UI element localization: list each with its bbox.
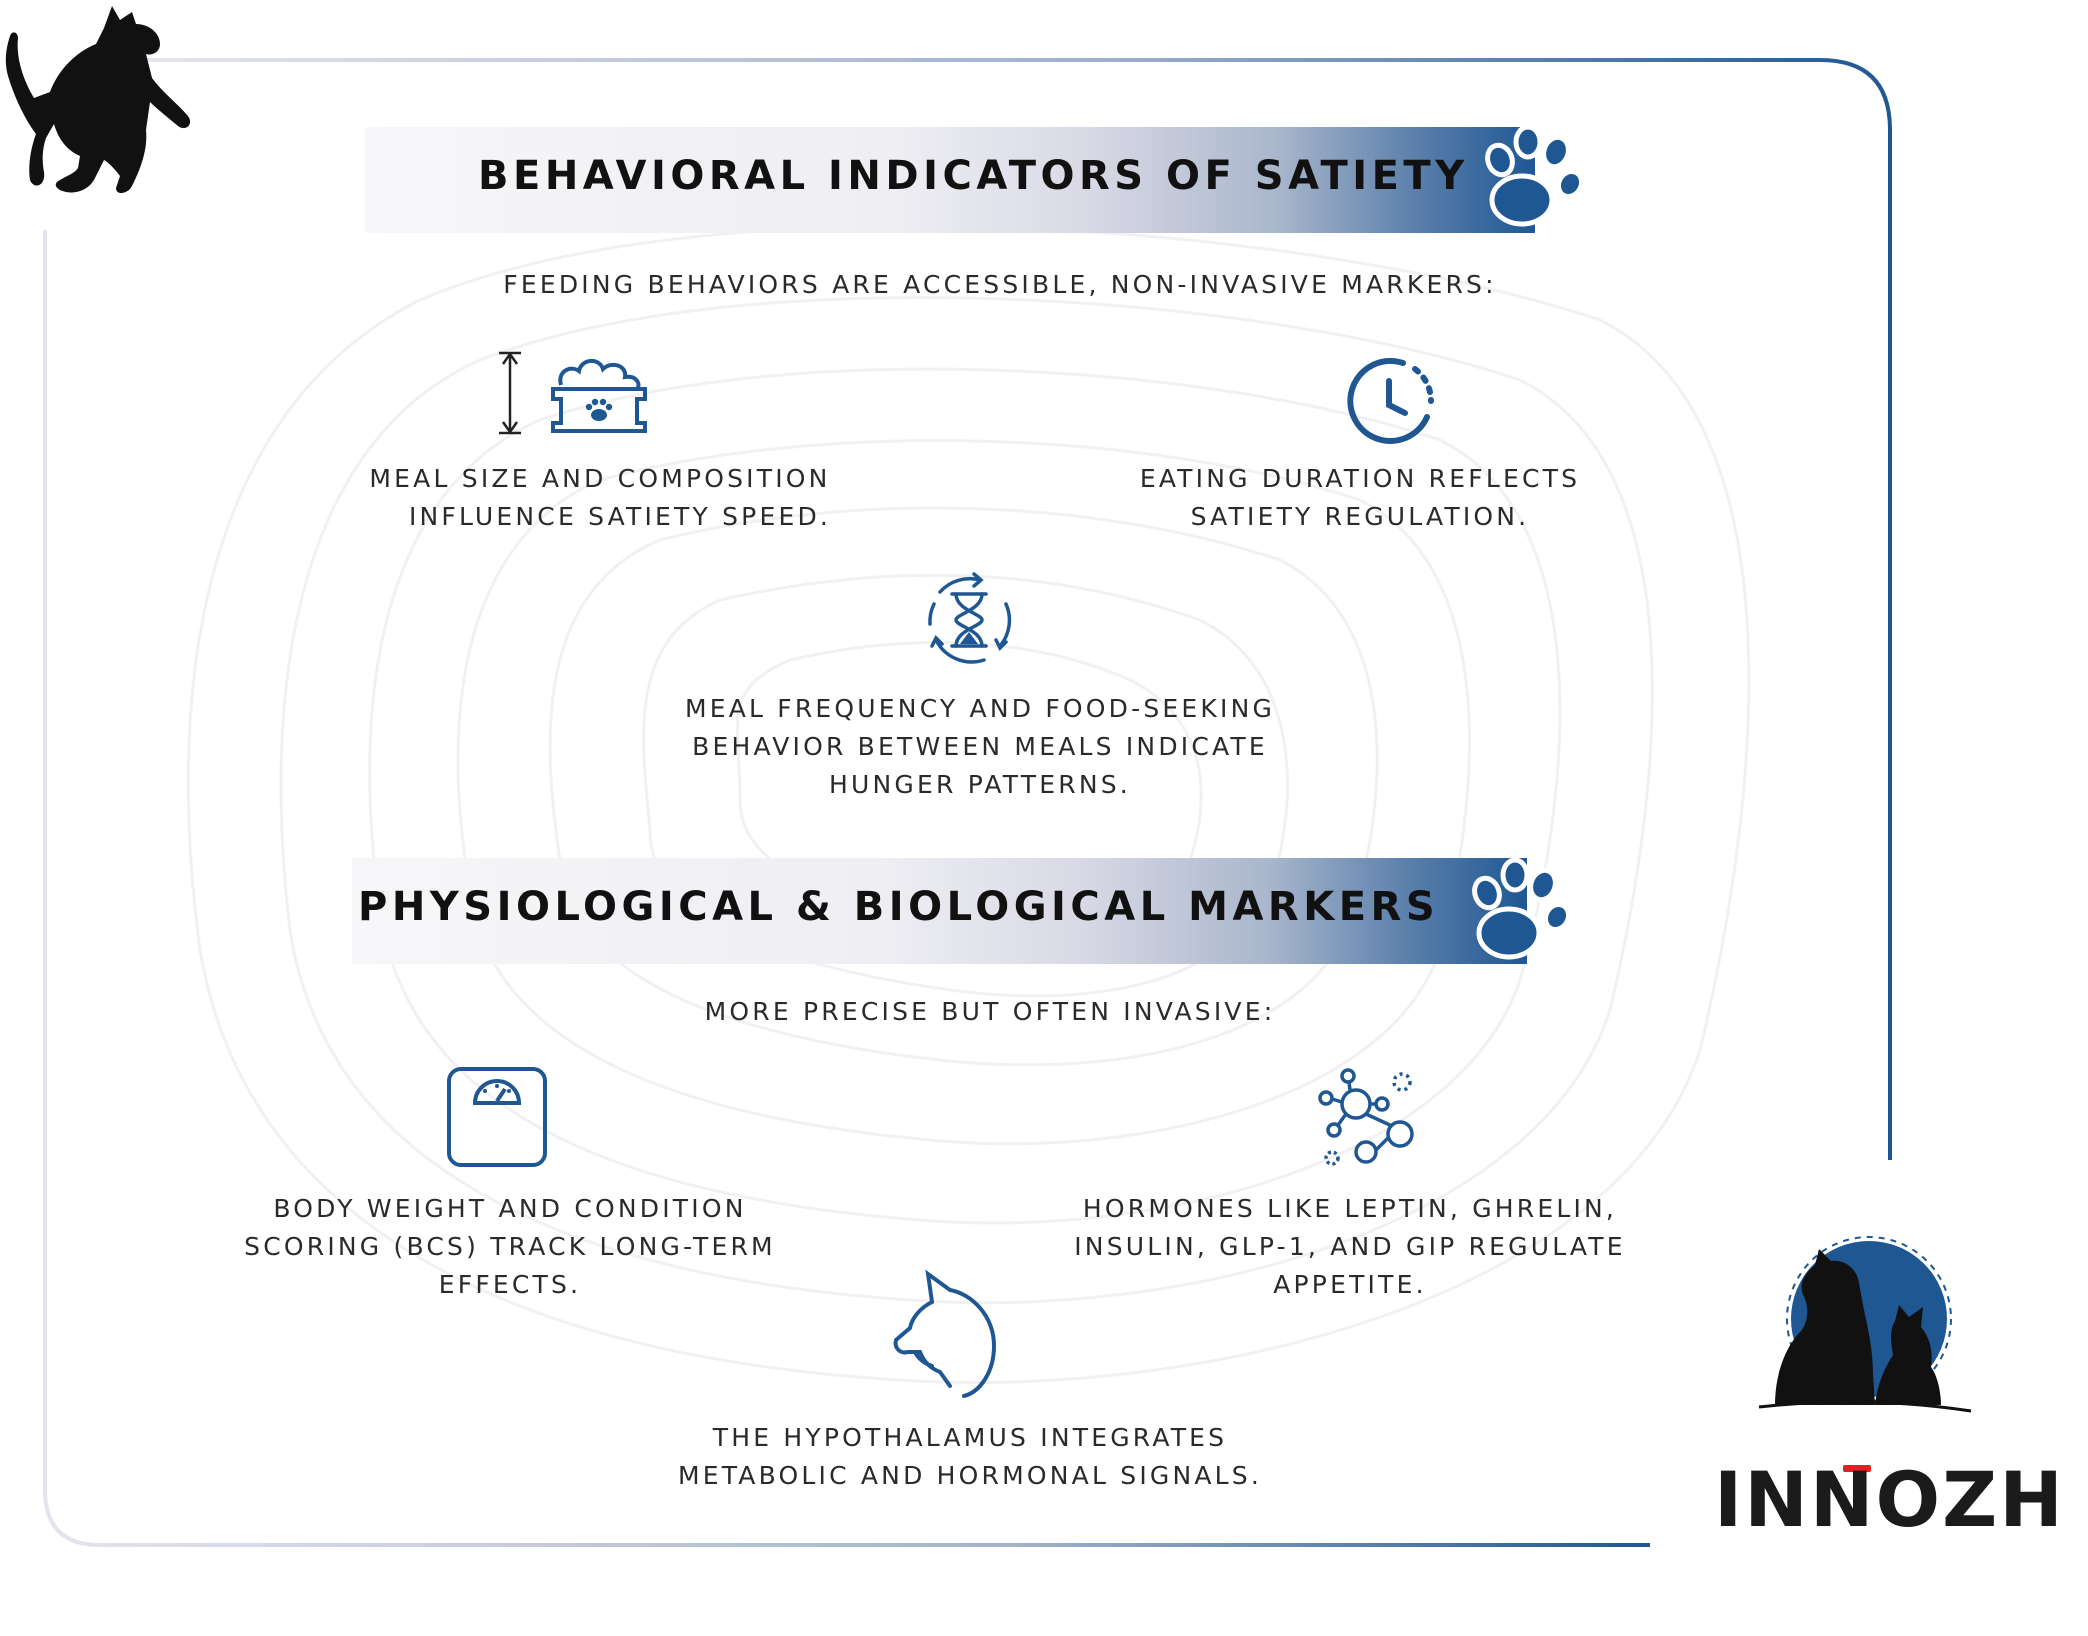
molecule-icon: [1318, 1068, 1414, 1166]
brand-logo-icon: [1758, 1236, 1972, 1413]
caption-line: APPETITE.: [1273, 1270, 1427, 1299]
section2-banner: [352, 858, 1527, 964]
section1-title: BEHAVIORAL INDICATORS OF SATIETY: [478, 153, 1469, 199]
caption-line: BODY WEIGHT AND CONDITION: [273, 1194, 747, 1223]
paw-icon: [1485, 124, 1585, 227]
section1-intro: FEEDING BEHAVIORS ARE ACCESSIBLE, NON-IN…: [503, 270, 1497, 299]
caption-line: HUNGER PATTERNS.: [829, 770, 1131, 799]
hormones-caption: HORMONES LIKE LEPTIN, GHRELIN, INSULIN, …: [1040, 1190, 1660, 1304]
scale-icon: [447, 1067, 547, 1167]
brand-name-part: ZH: [1942, 1455, 2065, 1544]
meal-size-caption: MEAL SIZE AND COMPOSITION INFLUENCE SATI…: [320, 460, 880, 536]
caption-line: METABOLIC AND HORMONAL SIGNALS.: [677, 1461, 1263, 1490]
brand-name: INNOZH: [1714, 1455, 2063, 1544]
caption-line: SCORING (BCS) TRACK LONG-TERM: [244, 1232, 776, 1261]
caption-line: THE HYPOTHALAMUS INTEGRATES: [712, 1423, 1228, 1452]
brand-name-o: O: [1875, 1455, 1943, 1544]
height-arrow-icon: [499, 351, 521, 435]
cat-silhouette-icon: [5, 6, 191, 194]
caption-line: INSULIN, GLP-1, AND GIP REGULATE: [1074, 1232, 1626, 1261]
section1-banner: [365, 127, 1535, 233]
body-weight-caption: BODY WEIGHT AND CONDITION SCORING (BCS) …: [200, 1190, 820, 1304]
food-bowl-icon: [551, 359, 647, 433]
caption-line: HORMONES LIKE LEPTIN, GHRELIN,: [1082, 1194, 1618, 1223]
caption-line: INFLUENCE SATIETY SPEED.: [408, 502, 832, 531]
brand-accent-bar: [1843, 1465, 1871, 1472]
cat-head-icon: [893, 1269, 997, 1398]
meal-frequency-caption: MEAL FREQUENCY AND FOOD-SEEKING BEHAVIOR…: [660, 690, 1300, 804]
hourglass-cycle-icon: [928, 572, 1012, 664]
section2-title: PHYSIOLOGICAL & BIOLOGICAL MARKERS: [358, 884, 1440, 930]
topographic-background: [186, 224, 1751, 1384]
hypothalamus-caption: THE HYPOTHALAMUS INTEGRATES METABOLIC AN…: [650, 1419, 1290, 1495]
caption-line: BEHAVIOR BETWEEN MEALS INDICATE: [692, 732, 1268, 761]
brand-name-part: INN: [1714, 1455, 1876, 1544]
caption-line: EFFECTS.: [438, 1270, 582, 1299]
caption-line: MEAL FREQUENCY AND FOOD-SEEKING: [684, 694, 1276, 723]
caption-line: MEAL SIZE AND COMPOSITION: [369, 464, 831, 493]
eating-duration-caption: EATING DURATION REFLECTS SATIETY REGULAT…: [1080, 460, 1640, 536]
paw-icon: [1472, 857, 1572, 960]
caption-line: SATIETY REGULATION.: [1190, 502, 1530, 531]
section2-intro: MORE PRECISE BUT OFTEN INVASIVE:: [704, 997, 1276, 1026]
clock-icon: [1347, 358, 1434, 444]
caption-line: EATING DURATION REFLECTS: [1139, 464, 1581, 493]
